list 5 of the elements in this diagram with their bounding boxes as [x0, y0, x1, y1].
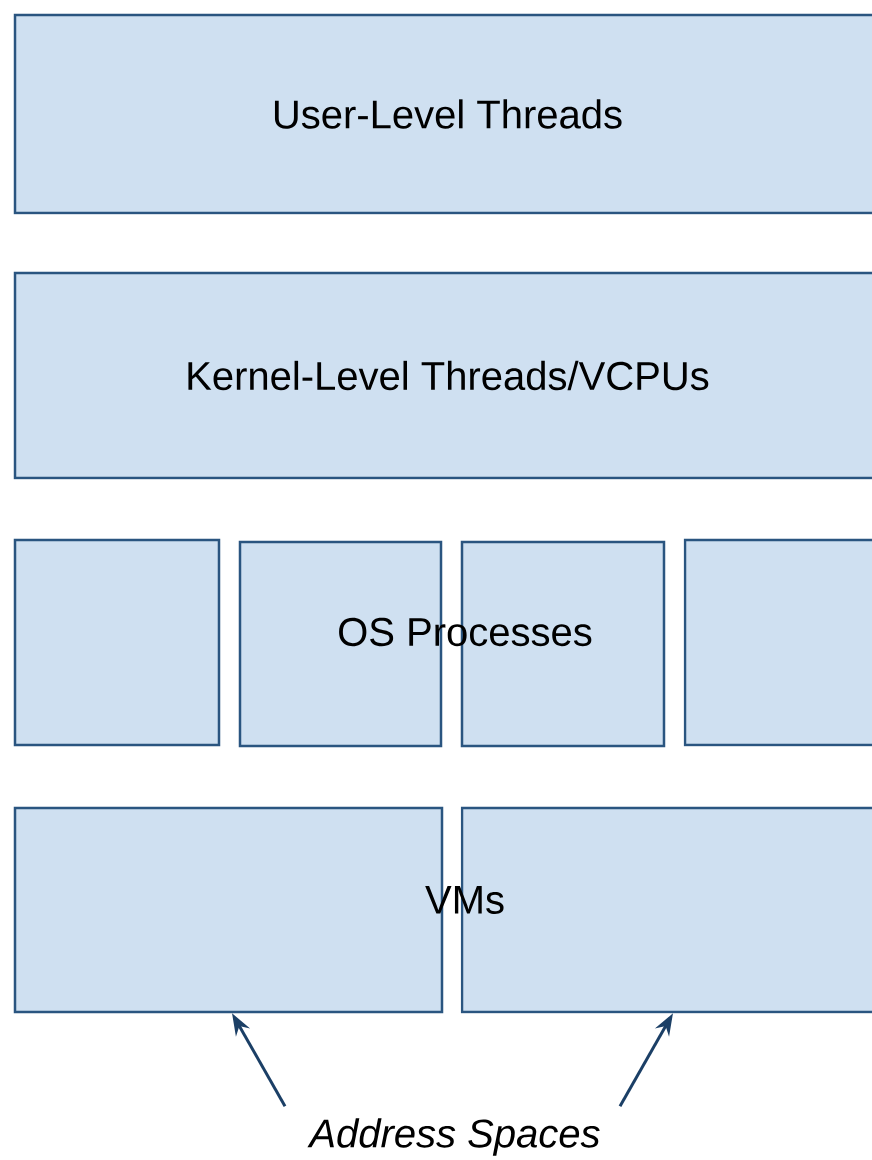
- layer-box: Kernel-Level Threads/VCPUs: [13, 271, 872, 480]
- caption-text: Address Spaces: [307, 1118, 600, 1156]
- process-box: [13, 538, 221, 747]
- process-box: [683, 538, 872, 747]
- layer-box: User-Level Threads: [13, 13, 872, 215]
